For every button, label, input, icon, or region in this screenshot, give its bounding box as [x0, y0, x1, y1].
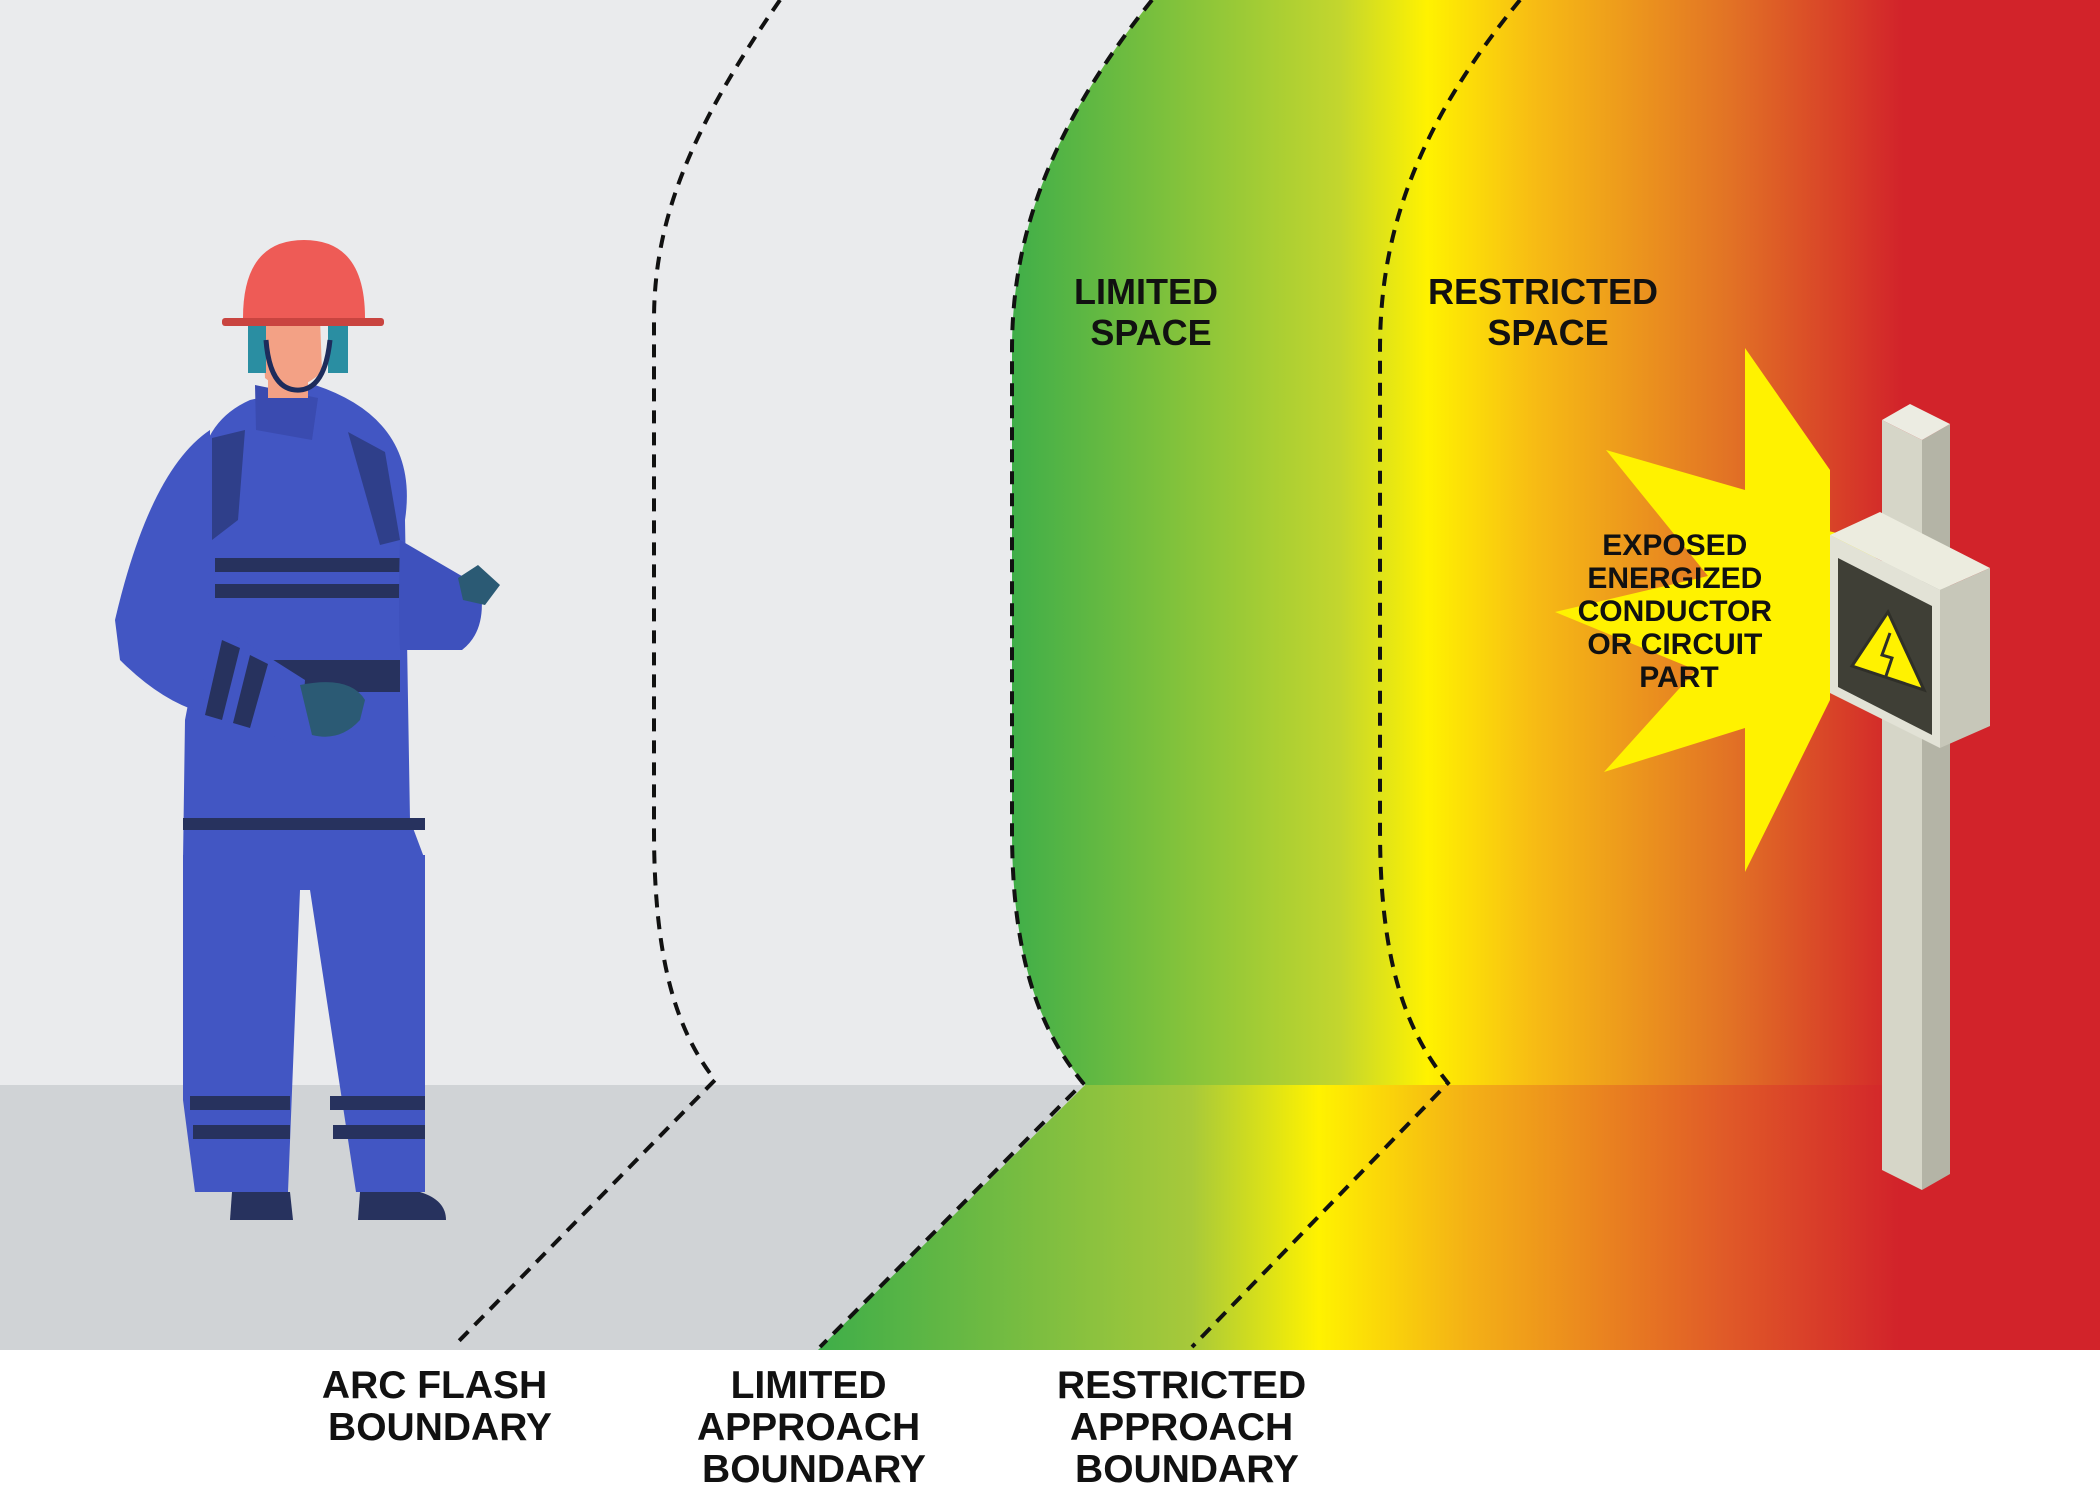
worker-figure — [115, 240, 500, 1220]
restricted-space-line: RESTRICTED — [1428, 271, 1658, 312]
jacket — [183, 385, 425, 860]
limited-approach-boundary-line — [818, 0, 1154, 1349]
conductor-line: CONDUCTOR — [1578, 595, 1773, 628]
hood-side — [328, 318, 348, 373]
restricted-approach-boundary-label: RESTRICTED APPROACH BOUNDARY — [1057, 1364, 1317, 1491]
conductor-line: EXPOSED — [1602, 529, 1747, 562]
electrical-hazard-icon — [1849, 608, 1927, 693]
restricted-space-label: RESTRICTED SPACE — [1428, 271, 1668, 353]
restricted-approach-boundary-line — [1190, 0, 1522, 1349]
limited-approach-boundary-label: LIMITED APPROACH BOUNDARY — [697, 1364, 931, 1491]
limited-space-line: LIMITED — [1074, 271, 1218, 312]
limited-approach-boundary-line-text: BOUNDARY — [702, 1448, 926, 1491]
helmet-brim — [222, 318, 384, 326]
hood-side — [248, 318, 266, 373]
restricted-space-line: SPACE — [1487, 312, 1608, 353]
jacket-stripe — [215, 584, 407, 598]
left-boot — [230, 1192, 293, 1220]
trouser-stripe — [190, 1096, 290, 1110]
limited-approach-boundary-line-text: LIMITED — [731, 1364, 887, 1407]
hazard-zone-floor — [818, 1085, 2100, 1350]
face — [262, 318, 322, 389]
arc-flash-boundary-line-text: BOUNDARY — [328, 1406, 552, 1449]
right-arm — [399, 540, 482, 650]
exposed-conductor-label: EXPOSED ENERGIZED CONDUCTOR OR CIRCUIT P… — [1578, 529, 1781, 694]
backpack-strap — [212, 430, 245, 540]
chin-strap — [263, 339, 333, 393]
ground-strip — [0, 1350, 2100, 1500]
trouser-stripe — [333, 1125, 425, 1139]
sleeve-stripe — [205, 640, 240, 720]
trouser-stripe — [330, 1096, 425, 1110]
limited-approach-boundary-line-text: APPROACH — [697, 1406, 920, 1449]
conductor-line: ENERGIZED — [1587, 562, 1762, 595]
helmet — [243, 240, 365, 318]
limited-space-label: LIMITED SPACE — [1074, 271, 1228, 353]
limited-space-line: SPACE — [1090, 312, 1211, 353]
arc-flash-boundary-line-text: ARC FLASH — [322, 1364, 547, 1407]
right-boot — [358, 1192, 446, 1220]
cabinet-box-top — [1830, 512, 1990, 590]
arc-flash-boundary-line — [453, 0, 782, 1347]
lightning-bolt-icon — [1880, 632, 1894, 677]
arc-flash-burst-icon — [1555, 348, 1830, 872]
post-shaft-top — [1882, 404, 1950, 440]
trouser-stripe — [193, 1125, 290, 1139]
conductor-line: OR CIRCUIT — [1587, 628, 1762, 661]
cabinet-box-side — [1940, 568, 1990, 748]
sleeve-stripe — [233, 655, 268, 728]
restricted-approach-boundary-line-text: RESTRICTED — [1057, 1364, 1306, 1407]
hazard-zone-wall — [1012, 0, 2100, 1085]
restricted-approach-boundary-line-text: BOUNDARY — [1075, 1448, 1299, 1491]
jacket-stripe — [183, 818, 425, 830]
collar — [255, 385, 318, 440]
left-arm — [115, 430, 210, 712]
restricted-approach-boundary-line-text: APPROACH — [1070, 1406, 1293, 1449]
electrical-cabinet — [1830, 404, 1990, 1190]
left-glove — [300, 682, 365, 737]
jacket-stripe — [215, 558, 407, 572]
conductor-line: PART — [1639, 661, 1718, 694]
arc-flash-boundary-label: ARC FLASH BOUNDARY — [322, 1364, 558, 1449]
right-glove — [458, 565, 500, 605]
backpack-strap — [348, 432, 400, 545]
